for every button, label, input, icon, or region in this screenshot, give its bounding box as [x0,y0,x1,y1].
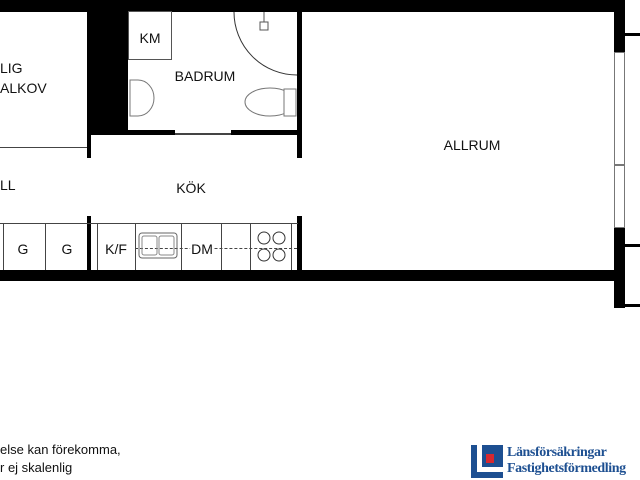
divider [181,223,182,270]
balcony-door [614,165,625,228]
bath-wall-bottom-right [231,130,301,135]
wall-stub [87,130,91,158]
room-label-bathroom: BADRUM [174,68,236,84]
top-wall [0,0,625,12]
exterior-line [625,244,640,247]
bathroom-fixtures [129,12,298,117]
disclaimer-line-2: r ej skalenlig [0,460,73,475]
alcove-line [0,147,87,148]
disclaimer-line-1: else kan förekomma, [0,442,121,457]
shower-arc [233,12,298,76]
kitchen-wall-left [87,216,91,270]
fixture-fridge: K/F [105,241,127,257]
divider [45,223,46,270]
wall-cabinet-dashed-line [135,248,297,249]
divider [250,223,251,270]
fixture-wardrobe: G [61,241,73,257]
bath-wall-bottom-left [128,130,175,135]
divider [291,223,292,270]
room-label-living: ALLRUM [443,137,501,153]
shower-head-icon [259,12,269,31]
right-wall-top [614,0,625,52]
divider [3,223,4,270]
kitchen-wall-right [297,216,302,270]
exterior-line [625,33,640,36]
right-wall-bottom [614,228,625,308]
room-label-alcove-2: ALKOV [0,80,47,96]
divider [97,223,98,270]
logo-text-2: Fastighetsförmedling [507,461,626,476]
counter-line [0,223,298,224]
room-label-kitchen: KÖK [176,180,206,196]
stove-icon [257,231,286,262]
divider [135,223,136,270]
bottom-wall [0,270,625,281]
kitchen-sink-icon [138,232,178,259]
room-label-alcove-1: LIG [0,60,23,76]
company-logo: Länsförsäkringar Fastighetsförmedling [471,445,637,478]
divider [221,223,222,270]
alcove-bath-wall [87,12,128,135]
logo-text-1: Länsförsäkringar [507,445,607,460]
bath-door [175,133,231,135]
exterior-line [625,304,640,307]
bath-wall-right [297,12,302,158]
room-label-laundry: KM [139,30,161,46]
fixture-dishwasher: DM [190,241,214,257]
sink-icon [129,79,155,117]
laundry-box [128,11,172,60]
fixture-wardrobe: G [17,241,29,257]
window [614,52,625,165]
room-label-hall: LL [0,177,16,193]
logo-mark-icon [471,445,503,478]
